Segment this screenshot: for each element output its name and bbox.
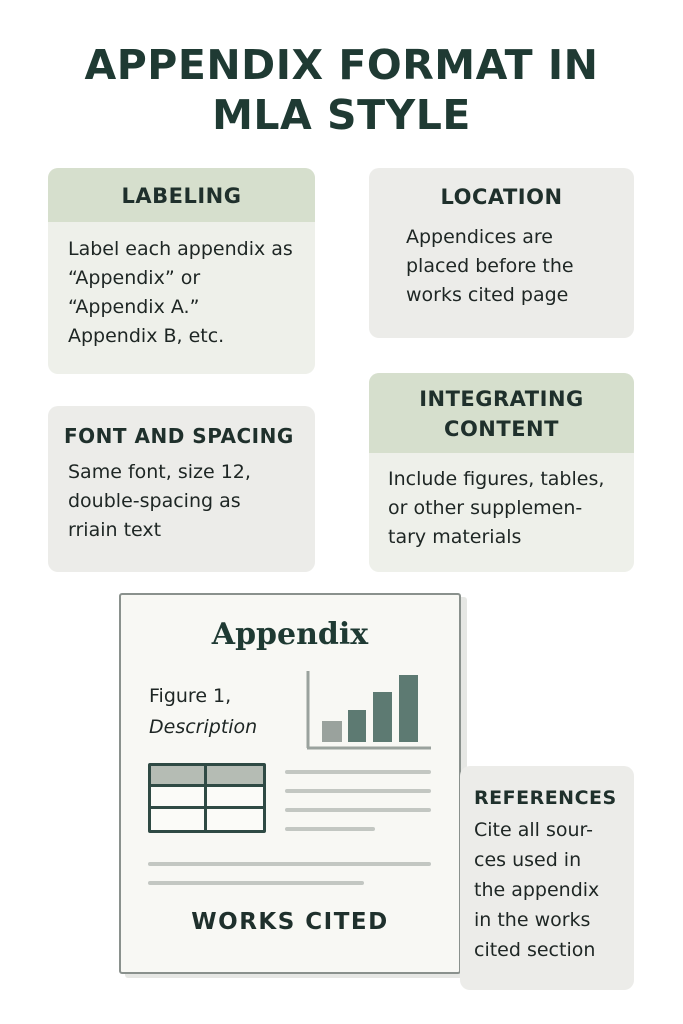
figure-label: Figure 1, (149, 685, 232, 707)
text-line-placeholder (285, 827, 375, 831)
integrating-heading-line-2: CONTENT (444, 417, 559, 441)
font-spacing-line: rriain text (68, 519, 162, 541)
location-line: placed before the (406, 255, 574, 277)
labeling-line: Appendix B, etc. (68, 325, 225, 347)
references-heading: REFERENCES (474, 787, 617, 809)
figure-description: Description (149, 716, 258, 738)
integrating-heading-line-1: INTEGRATING (419, 387, 584, 411)
appendix-document-illustration: Appendix Figure 1, Description WORKS CIT… (119, 593, 461, 974)
text-line-placeholder (285, 770, 431, 774)
location-body: Appendices are placed before the works c… (369, 209, 634, 310)
title-line-1: APPENDIX FORMAT IN (84, 41, 599, 89)
integrating-line: tary materials (388, 526, 522, 548)
integrating-heading: INTEGRATING CONTENT (369, 373, 634, 453)
location-line: works cited page (406, 284, 569, 306)
font-spacing-line: double-spacing as (68, 490, 241, 512)
location-line: Appendices are (406, 226, 553, 248)
font-spacing-heading: FONT AND SPACING (64, 424, 294, 448)
references-card: REFERENCES Cite all sour- ces used in th… (460, 766, 634, 990)
integrating-line: Include figures, tables, (388, 468, 605, 490)
labeling-line: Label each appendix as (68, 238, 293, 260)
table-icon (148, 763, 266, 833)
title-line-2: MLA STYLE (212, 91, 471, 139)
references-line: Cite all sour- (474, 819, 593, 841)
page-title: APPENDIX FORMAT IN MLA STYLE (0, 40, 683, 140)
references-line: cited section (474, 939, 596, 961)
text-line-placeholder (148, 862, 431, 866)
text-line-placeholder (148, 881, 364, 885)
references-line: the appendix (474, 879, 600, 901)
integrating-line: or other supplemen- (388, 497, 583, 519)
references-body: Cite all sour- ces used in the appendix … (460, 809, 634, 965)
labeling-card: LABELING Label each appendix as “Appendi… (48, 168, 315, 374)
font-spacing-line: Same font, size 12, (68, 461, 251, 483)
integrating-content-card: INTEGRATING CONTENT Include figures, tab… (369, 373, 634, 572)
works-cited-label: WORKS CITED (191, 909, 389, 935)
appendix-doc-title: Appendix (211, 617, 369, 652)
integrating-body: Include figures, tables, or other supple… (369, 453, 634, 552)
figure-caption: Figure 1, Description (149, 681, 257, 743)
labeling-heading: LABELING (48, 168, 315, 222)
text-line-placeholder (285, 789, 431, 793)
font-spacing-card: FONT AND SPACING Same font, size 12, dou… (48, 406, 315, 572)
references-line: ces used in (474, 849, 582, 871)
references-line: in the works (474, 909, 591, 931)
location-heading: LOCATION (440, 185, 563, 209)
text-line-placeholder (285, 808, 431, 812)
labeling-line: “Appendix” or (68, 267, 201, 289)
location-card: LOCATION Appendices are placed before th… (369, 168, 634, 338)
labeling-line: “Appendix A.” (68, 296, 200, 318)
font-spacing-body: Same font, size 12, double-spacing as rr… (48, 448, 315, 545)
bar-chart-icon (306, 671, 431, 750)
labeling-body: Label each appendix as “Appendix” or “Ap… (48, 222, 315, 351)
